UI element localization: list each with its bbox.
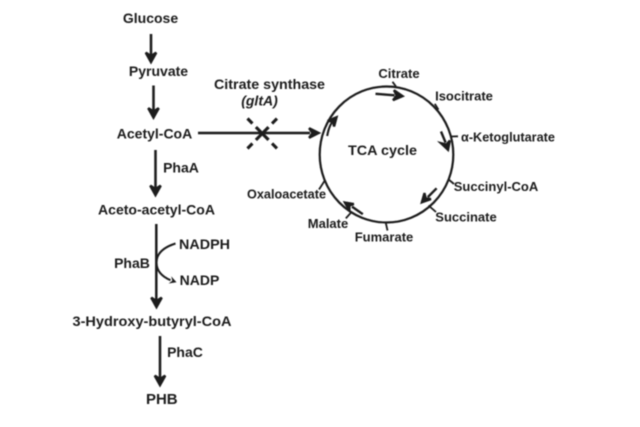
svg-text:3-Hydroxy-butyryl-CoA: 3-Hydroxy-butyryl-CoA [73, 313, 232, 329]
svg-text:Citrate synthase: Citrate synthase [214, 76, 325, 92]
svg-text:PhaC: PhaC [167, 344, 203, 360]
svg-text:Aceto-acetyl-CoA: Aceto-acetyl-CoA [98, 202, 215, 218]
svg-text:Succinyl-CoA: Succinyl-CoA [454, 179, 539, 194]
svg-text:Glucose: Glucose [123, 10, 178, 26]
svg-text:Succinate: Succinate [435, 210, 496, 225]
svg-text:NADP: NADP [180, 272, 220, 288]
svg-text:Fumarate: Fumarate [355, 230, 414, 245]
svg-text:PhaA: PhaA [163, 160, 199, 176]
svg-text:Malate: Malate [308, 216, 348, 231]
svg-text:Isocitrate: Isocitrate [435, 89, 493, 104]
svg-text:Citrate: Citrate [378, 66, 419, 81]
svg-text:Oxaloacetate: Oxaloacetate [247, 187, 326, 202]
svg-text:(gltA): (gltA) [241, 93, 278, 109]
svg-text:PhaB: PhaB [114, 255, 150, 271]
svg-text:Pyruvate: Pyruvate [129, 63, 188, 79]
svg-text:PHB: PHB [146, 391, 178, 408]
svg-text:α-Ketoglutarate: α-Ketoglutarate [461, 130, 555, 145]
svg-text:TCA cycle: TCA cycle [348, 142, 417, 158]
svg-text:NADPH: NADPH [179, 236, 230, 252]
svg-text:Acetyl-CoA: Acetyl-CoA [117, 126, 192, 142]
